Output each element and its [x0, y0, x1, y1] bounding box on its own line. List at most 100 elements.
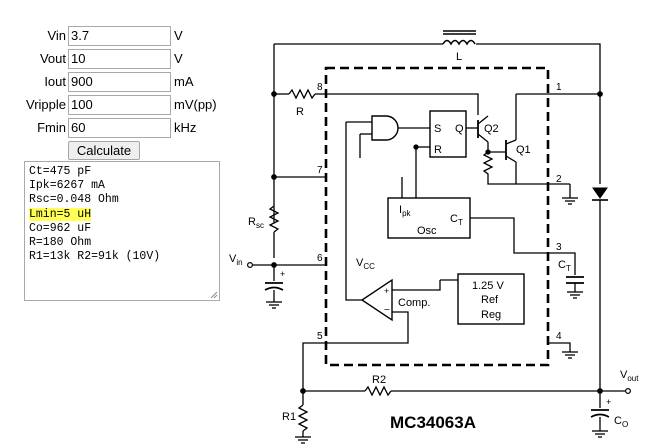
wire	[515, 162, 570, 185]
resistor-r2	[364, 385, 392, 397]
fmin-unit: kHz	[174, 120, 197, 135]
vin-label: Vin	[229, 253, 243, 267]
result-line-highlighted: Lmin=5 uH	[29, 207, 92, 221]
result-line: Ipk=6267 mA	[29, 179, 105, 193]
pin-number: 6	[317, 253, 323, 264]
svg-text:+: +	[280, 269, 285, 279]
wire	[345, 122, 362, 301]
q1-label: Q1	[516, 144, 531, 156]
resistor-r	[288, 88, 316, 100]
ground-symbol	[266, 301, 282, 309]
ground-symbol	[562, 197, 578, 205]
output-capacitor: +	[590, 397, 611, 418]
resistor-r-label: R	[296, 106, 304, 118]
ref-text: Ref	[481, 294, 499, 306]
pin-number: 3	[556, 242, 562, 253]
wire	[470, 217, 576, 275]
comp-label: Comp.	[398, 297, 430, 309]
r2-label: R2	[372, 374, 386, 386]
resistor-r1	[297, 404, 309, 432]
vripple-label: Vripple	[26, 97, 66, 112]
calculate-button[interactable]: Calculate	[68, 141, 140, 160]
fmin-label: Fmin	[37, 120, 66, 135]
ground-symbol	[295, 436, 311, 444]
junction-dot	[597, 91, 603, 97]
ground-symbol	[592, 430, 608, 438]
ground-symbol	[567, 291, 583, 299]
vin-terminal	[247, 262, 254, 269]
transistor-q2	[477, 115, 489, 143]
resize-grip-icon[interactable]	[210, 291, 218, 299]
r1-label: R1	[282, 411, 296, 423]
reg-text: Reg	[481, 309, 501, 321]
comp-plus: +	[384, 286, 389, 296]
wire	[476, 43, 601, 184]
results-textarea[interactable]: Ct=475 pF Ipk=6267 mA Rsc=0.048 Ohm Lmin…	[24, 161, 220, 301]
flip-flop	[429, 110, 467, 158]
input-capacitor: +	[264, 269, 285, 291]
iout-input[interactable]	[68, 72, 171, 92]
wire	[326, 93, 479, 115]
svg-text:+: +	[606, 397, 611, 407]
ff-q-label: Q	[455, 123, 464, 135]
wire	[302, 342, 326, 405]
result-line: Co=962 uF	[29, 221, 92, 235]
ref-volt: 1.25 V	[472, 280, 504, 292]
osc-label: Osc	[417, 225, 437, 237]
ct-label: CT	[450, 213, 463, 227]
result-line: Rsc=0.048 Ohm	[29, 193, 119, 207]
vout-input[interactable]	[68, 49, 171, 69]
inductor-symbol	[442, 30, 476, 46]
timing-capacitor	[566, 276, 584, 284]
pin-number: 2	[556, 174, 562, 185]
vin-input[interactable]	[68, 26, 171, 46]
q2-label: Q2	[484, 123, 499, 135]
wire	[392, 280, 441, 291]
vcc-label: VCC	[356, 257, 375, 271]
pin-number: 4	[556, 331, 562, 342]
pin-number: 8	[317, 82, 323, 93]
iout-label: Iout	[44, 74, 66, 89]
ic-title: MC34063A	[390, 413, 476, 432]
wire	[487, 142, 506, 153]
field-row-vripple: Vripple mV(pp)	[0, 94, 240, 116]
transistor-q1	[505, 139, 517, 163]
field-row-vout: Vout V	[0, 48, 240, 70]
ipk-label: Ipk	[399, 204, 412, 218]
ct-ext-label: CT	[558, 259, 571, 273]
pin-number: 5	[317, 331, 323, 342]
vin-unit: V	[174, 28, 183, 43]
pin-number: 1	[556, 82, 562, 93]
field-row-fmin: Fmin kHz	[0, 117, 240, 139]
reference-block	[457, 273, 525, 325]
ic-outline	[324, 66, 550, 367]
diode-symbol	[592, 187, 608, 201]
result-line: R=180 Ohm	[29, 236, 92, 250]
wire	[548, 342, 571, 352]
ff-r-label: R	[434, 144, 442, 156]
result-line: R1=13k R2=91k (10V)	[29, 250, 161, 264]
fmin-input[interactable]	[68, 118, 171, 138]
vin-label: Vin	[47, 28, 66, 43]
pin-number: 7	[317, 165, 323, 176]
vout-label: Vout	[620, 369, 639, 383]
iout-unit: mA	[174, 74, 194, 89]
inductor-label: L	[456, 51, 462, 63]
co-label: CO	[614, 415, 628, 429]
vripple-input[interactable]	[68, 95, 171, 115]
field-row-iout: Iout mA	[0, 71, 240, 93]
wire	[326, 311, 409, 344]
vout-label: Vout	[39, 51, 66, 66]
comp-minus: −	[384, 305, 390, 316]
rsc-label: Rsc	[248, 216, 264, 230]
field-row-vin: Vin V	[0, 25, 240, 47]
vout-terminal	[624, 388, 631, 395]
ground-symbol	[562, 351, 578, 359]
ff-s-label: S	[434, 123, 441, 135]
resistor-rsc	[268, 205, 280, 233]
junction-dot	[413, 144, 419, 150]
and-gate	[371, 115, 399, 141]
vout-unit: V	[174, 51, 183, 66]
result-line: Ct=475 pF	[29, 165, 92, 178]
